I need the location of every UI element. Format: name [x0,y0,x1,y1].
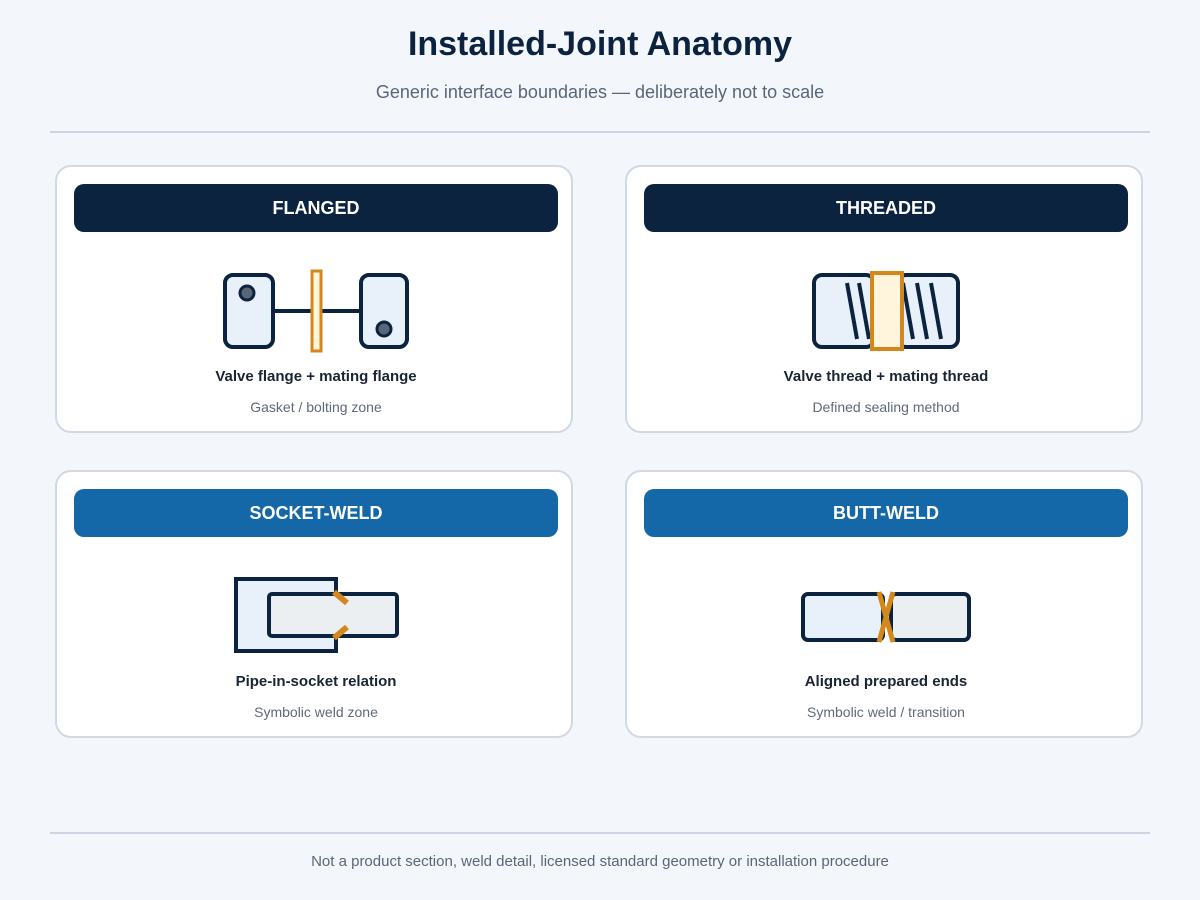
card-label-threaded: Valve thread + mating thread [783,368,989,385]
thread-line [929,282,943,340]
card-caption-threaded: Defined sealing method [812,399,960,415]
bolt-hole-icon [238,284,256,302]
header-divider [50,131,1150,133]
page-subtitle: Generic interface boundaries — deliberat… [375,82,825,102]
card-caption-socket-weld: Symbolic weld zone [254,704,378,720]
card-label-flanged: Valve flange + mating flange [215,368,417,385]
butt-weld-joint-diagram [801,591,971,643]
weld-mark-shape [332,589,349,606]
weld-mark-shape [876,591,896,643]
pipe-end-shape [889,592,971,642]
card-label-butt-weld: Aligned prepared ends [804,673,968,690]
card-socket-weld: SOCKET-WELD Pipe-in-socket relation Symb… [55,470,573,738]
footer-disclaimer: Not a product section, weld detail, lice… [311,853,889,870]
threaded-joint-diagram [812,271,960,351]
sealing-zone-shape [870,271,904,351]
page-title: Installed-Joint Anatomy [407,25,793,63]
card-caption-butt-weld: Symbolic weld / transition [807,704,965,720]
card-header-butt-weld: BUTT-WELD [644,489,1128,537]
bolt-hole-icon [375,320,393,338]
socket-weld-joint-diagram [234,577,399,653]
gasket-shape [310,269,323,353]
card-flanged: FLANGED Valve flange + mating flange Gas… [55,165,573,433]
thread-line [857,282,871,340]
card-header-flanged: FLANGED [74,184,558,232]
weld-mark-shape [332,624,349,641]
card-header-socket-weld: SOCKET-WELD [74,489,558,537]
thread-line [845,282,859,340]
card-butt-weld: BUTT-WELD Aligned prepared ends Symbolic… [625,470,1143,738]
thread-line [901,282,915,340]
card-threaded: THREADED Valve thread + mating thread De… [625,165,1143,433]
card-label-socket-weld: Pipe-in-socket relation [235,673,397,690]
card-caption-flanged: Gasket / bolting zone [250,399,382,415]
card-header-threaded: THREADED [644,184,1128,232]
footer-divider [50,832,1150,834]
thread-line [915,282,929,340]
flanged-joint-diagram [223,269,409,353]
valve-end-shape [801,592,885,642]
